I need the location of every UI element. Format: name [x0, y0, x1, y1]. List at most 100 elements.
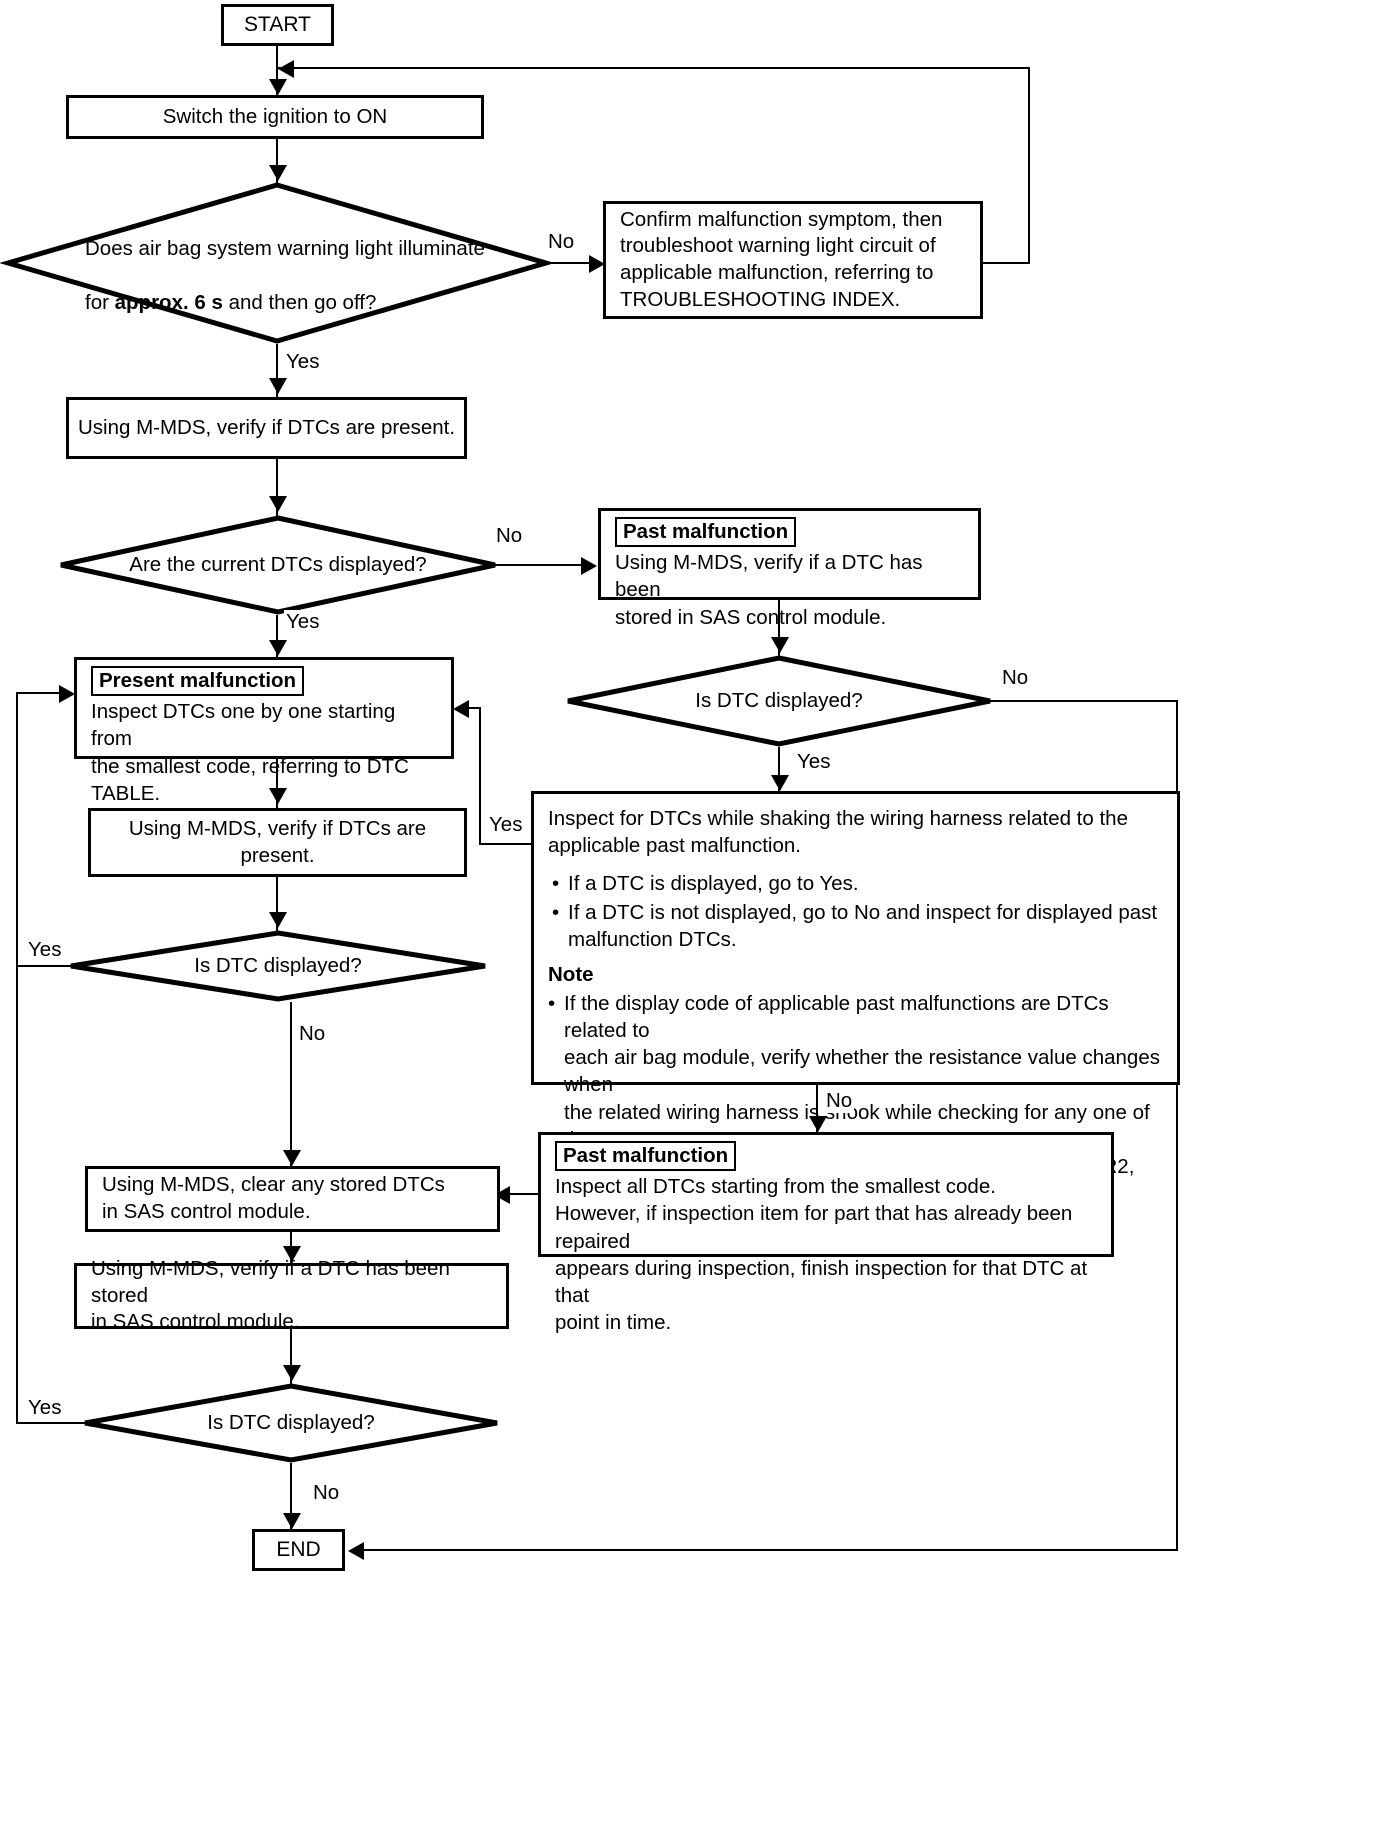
arrowhead-present-malfunction	[269, 640, 287, 656]
node-is-dtc-displayed-right: Is DTC displayed?	[565, 655, 993, 747]
edge-label-current-dtcs-no: No	[494, 524, 525, 548]
edge-right-no-v2	[1176, 1133, 1178, 1550]
arrowhead-mid-yes	[59, 685, 75, 703]
arrowhead-decision1	[269, 165, 287, 181]
edge-label-bottom-no: No	[311, 1481, 342, 1505]
arrowhead-decisionmid	[269, 912, 287, 928]
node-end: END	[252, 1529, 345, 1571]
node-switch-ignition: Switch the ignition to ON	[66, 95, 484, 139]
edge-current-dtcs-no	[494, 564, 589, 566]
node-is-dtc-displayed-bottom: Is DTC displayed?	[82, 1383, 500, 1463]
arrowhead-shake-yes	[453, 700, 469, 718]
shake-harness-bullet-list: If a DTC is displayed, go to Yes. If a D…	[548, 870, 1165, 954]
node-verify-dtcs-present-1: Using M-MDS, verify if DTCs are present.	[66, 397, 467, 459]
shake-harness-note-heading: Note	[548, 963, 594, 987]
arrowhead-decisionright	[771, 637, 789, 653]
arrowhead-current-dtcs-no	[581, 557, 597, 575]
arrowhead-verify2	[269, 788, 287, 804]
edge-label-mid-yes: Yes	[26, 938, 64, 962]
node-past-malfunction-inspect-all-label: Inspect all DTCs starting from the small…	[555, 1175, 1088, 1335]
edge-right-no-to-end	[360, 1549, 1178, 1551]
node-present-malfunction-inspect: Present malfunction Inspect DTCs one by …	[74, 657, 454, 805]
tag-past-malfunction-verify: Past malfunction	[615, 517, 797, 547]
arrowhead-decisionbottom	[283, 1365, 301, 1381]
node-confirm-malfunction: Confirm malfunction symptom, then troubl…	[603, 201, 983, 319]
edge-right-no-h	[990, 700, 1178, 702]
node-verify-dtcs-present-2-label: Using M-MDS, verify if DTCs are present.	[128, 816, 427, 867]
edge-bottom-no	[290, 1463, 292, 1531]
edge-label-bottom-yes: Yes	[26, 1396, 64, 1420]
edge-label-right-yes: Yes	[795, 750, 833, 774]
node-switch-ignition-label: Switch the ignition to ON	[162, 104, 388, 128]
node-current-dtcs-decision: Are the current DTCs displayed?	[58, 515, 498, 615]
node-verify-dtc-stored-label: Using M-MDS, verify if a DTC has been st…	[91, 1257, 450, 1334]
node-start: START	[221, 4, 334, 46]
arrowhead-ignition	[269, 79, 287, 95]
node-is-dtc-displayed-bottom-label: Is DTC displayed?	[207, 1410, 375, 1434]
arrowhead-clear-dtcs	[283, 1150, 301, 1166]
arrowhead-decision2	[269, 496, 287, 512]
node-present-malfunction-inspect-label: Inspect DTCs one by one starting from th…	[91, 700, 409, 805]
edge-label-right-no: No	[1000, 666, 1031, 690]
node-is-dtc-displayed-mid-label: Is DTC displayed?	[194, 953, 362, 977]
edge-pastall-to-clear	[502, 1193, 540, 1195]
node-verify-dtcs-present-2: Using M-MDS, verify if DTCs are present.	[88, 808, 467, 877]
list-item: If a DTC is not displayed, go to No and …	[548, 899, 1165, 954]
edge-warning-no	[548, 262, 600, 264]
warning-line1: Does air bag system warning light illumi…	[85, 237, 485, 261]
warning-line2-post: and then go off?	[222, 290, 377, 314]
warning-line2-bold: approx. 6 s	[114, 290, 223, 314]
node-warning-light-decision-label: Does air bag system warning light illumi…	[5, 182, 549, 344]
arrowhead-shake-panel	[771, 775, 789, 791]
node-clear-stored-dtcs-label: Using M-MDS, clear any stored DTCs in SA…	[102, 1173, 445, 1223]
edge-ignition-to-decision1	[276, 139, 278, 184]
edge-label-current-dtcs-yes: Yes	[284, 610, 322, 634]
list-item: If a DTC is displayed, go to Yes.	[548, 870, 1165, 898]
arrowhead-verifystored	[283, 1246, 301, 1262]
edge-bottom-yes-v	[16, 692, 18, 1424]
node-warning-light-decision: Does air bag system warning light illumi…	[0, 182, 555, 344]
node-end-label: END	[276, 1538, 321, 1561]
edge-verify1-to-decision2	[276, 459, 278, 516]
node-is-dtc-displayed-mid: Is DTC displayed?	[68, 930, 488, 1002]
arrowhead-right-no-end	[348, 1542, 364, 1560]
arrowhead-end	[283, 1513, 301, 1529]
node-clear-stored-dtcs: Using M-MDS, clear any stored DTCs in SA…	[85, 1166, 500, 1232]
arrowhead-confirm-feedback	[278, 60, 294, 78]
node-verify-dtc-stored: Using M-MDS, verify if a DTC has been st…	[74, 1257, 509, 1333]
edge-confirm-feedback-h	[278, 67, 1030, 69]
node-past-malfunction-inspect-all: Past malfunction Inspect all DTCs starti…	[538, 1132, 1114, 1334]
edge-label-warning-no: No	[546, 230, 577, 254]
node-start-label: START	[244, 13, 311, 36]
edge-present-to-verify2	[276, 759, 278, 809]
edge-mid-no	[290, 1002, 292, 1167]
node-past-malfunction-verify: Past malfunction Using M-MDS, verify if …	[598, 508, 981, 629]
arrowhead-warning-yes	[269, 378, 287, 394]
node-past-malfunction-verify-label: Using M-MDS, verify if a DTC has been st…	[615, 551, 923, 629]
edge-mid-yes-h2	[16, 692, 72, 694]
edge-confirm-feedback-h2	[981, 262, 1030, 264]
node-confirm-malfunction-label: Confirm malfunction symptom, then troubl…	[620, 207, 943, 311]
edge-pastverify-to-decisionright	[778, 600, 780, 657]
edge-shake-yes-v	[479, 707, 481, 845]
node-verify-dtcs-present-1-label: Using M-MDS, verify if DTCs are present.	[77, 415, 456, 439]
edge-verifystored-to-decisionbottom	[290, 1329, 292, 1384]
edge-shake-yes-h1	[480, 843, 534, 845]
node-shake-harness-intro: Inspect for DTCs while shaking the wirin…	[548, 807, 1128, 858]
node-shake-harness: Inspect for DTCs while shaking the wirin…	[531, 791, 1180, 1233]
arrowhead-warning-no	[589, 255, 605, 273]
edge-confirm-feedback-v	[1028, 67, 1030, 263]
node-current-dtcs-decision-label: Are the current DTCs displayed?	[129, 552, 427, 576]
warning-line2-pre: for	[85, 290, 115, 314]
edge-warning-yes	[276, 344, 278, 397]
edge-label-mid-no: No	[297, 1022, 328, 1046]
edge-label-shake-yes: Yes	[487, 813, 525, 837]
edge-verify2-to-decisionmid	[276, 877, 278, 931]
edge-label-shake-no: No	[824, 1089, 855, 1113]
edge-mid-yes-h	[17, 965, 73, 967]
edge-current-dtcs-yes	[276, 615, 278, 658]
node-is-dtc-displayed-right-label: Is DTC displayed?	[695, 688, 863, 712]
tag-present-malfunction: Present malfunction	[91, 666, 305, 696]
edge-right-yes	[778, 747, 780, 793]
